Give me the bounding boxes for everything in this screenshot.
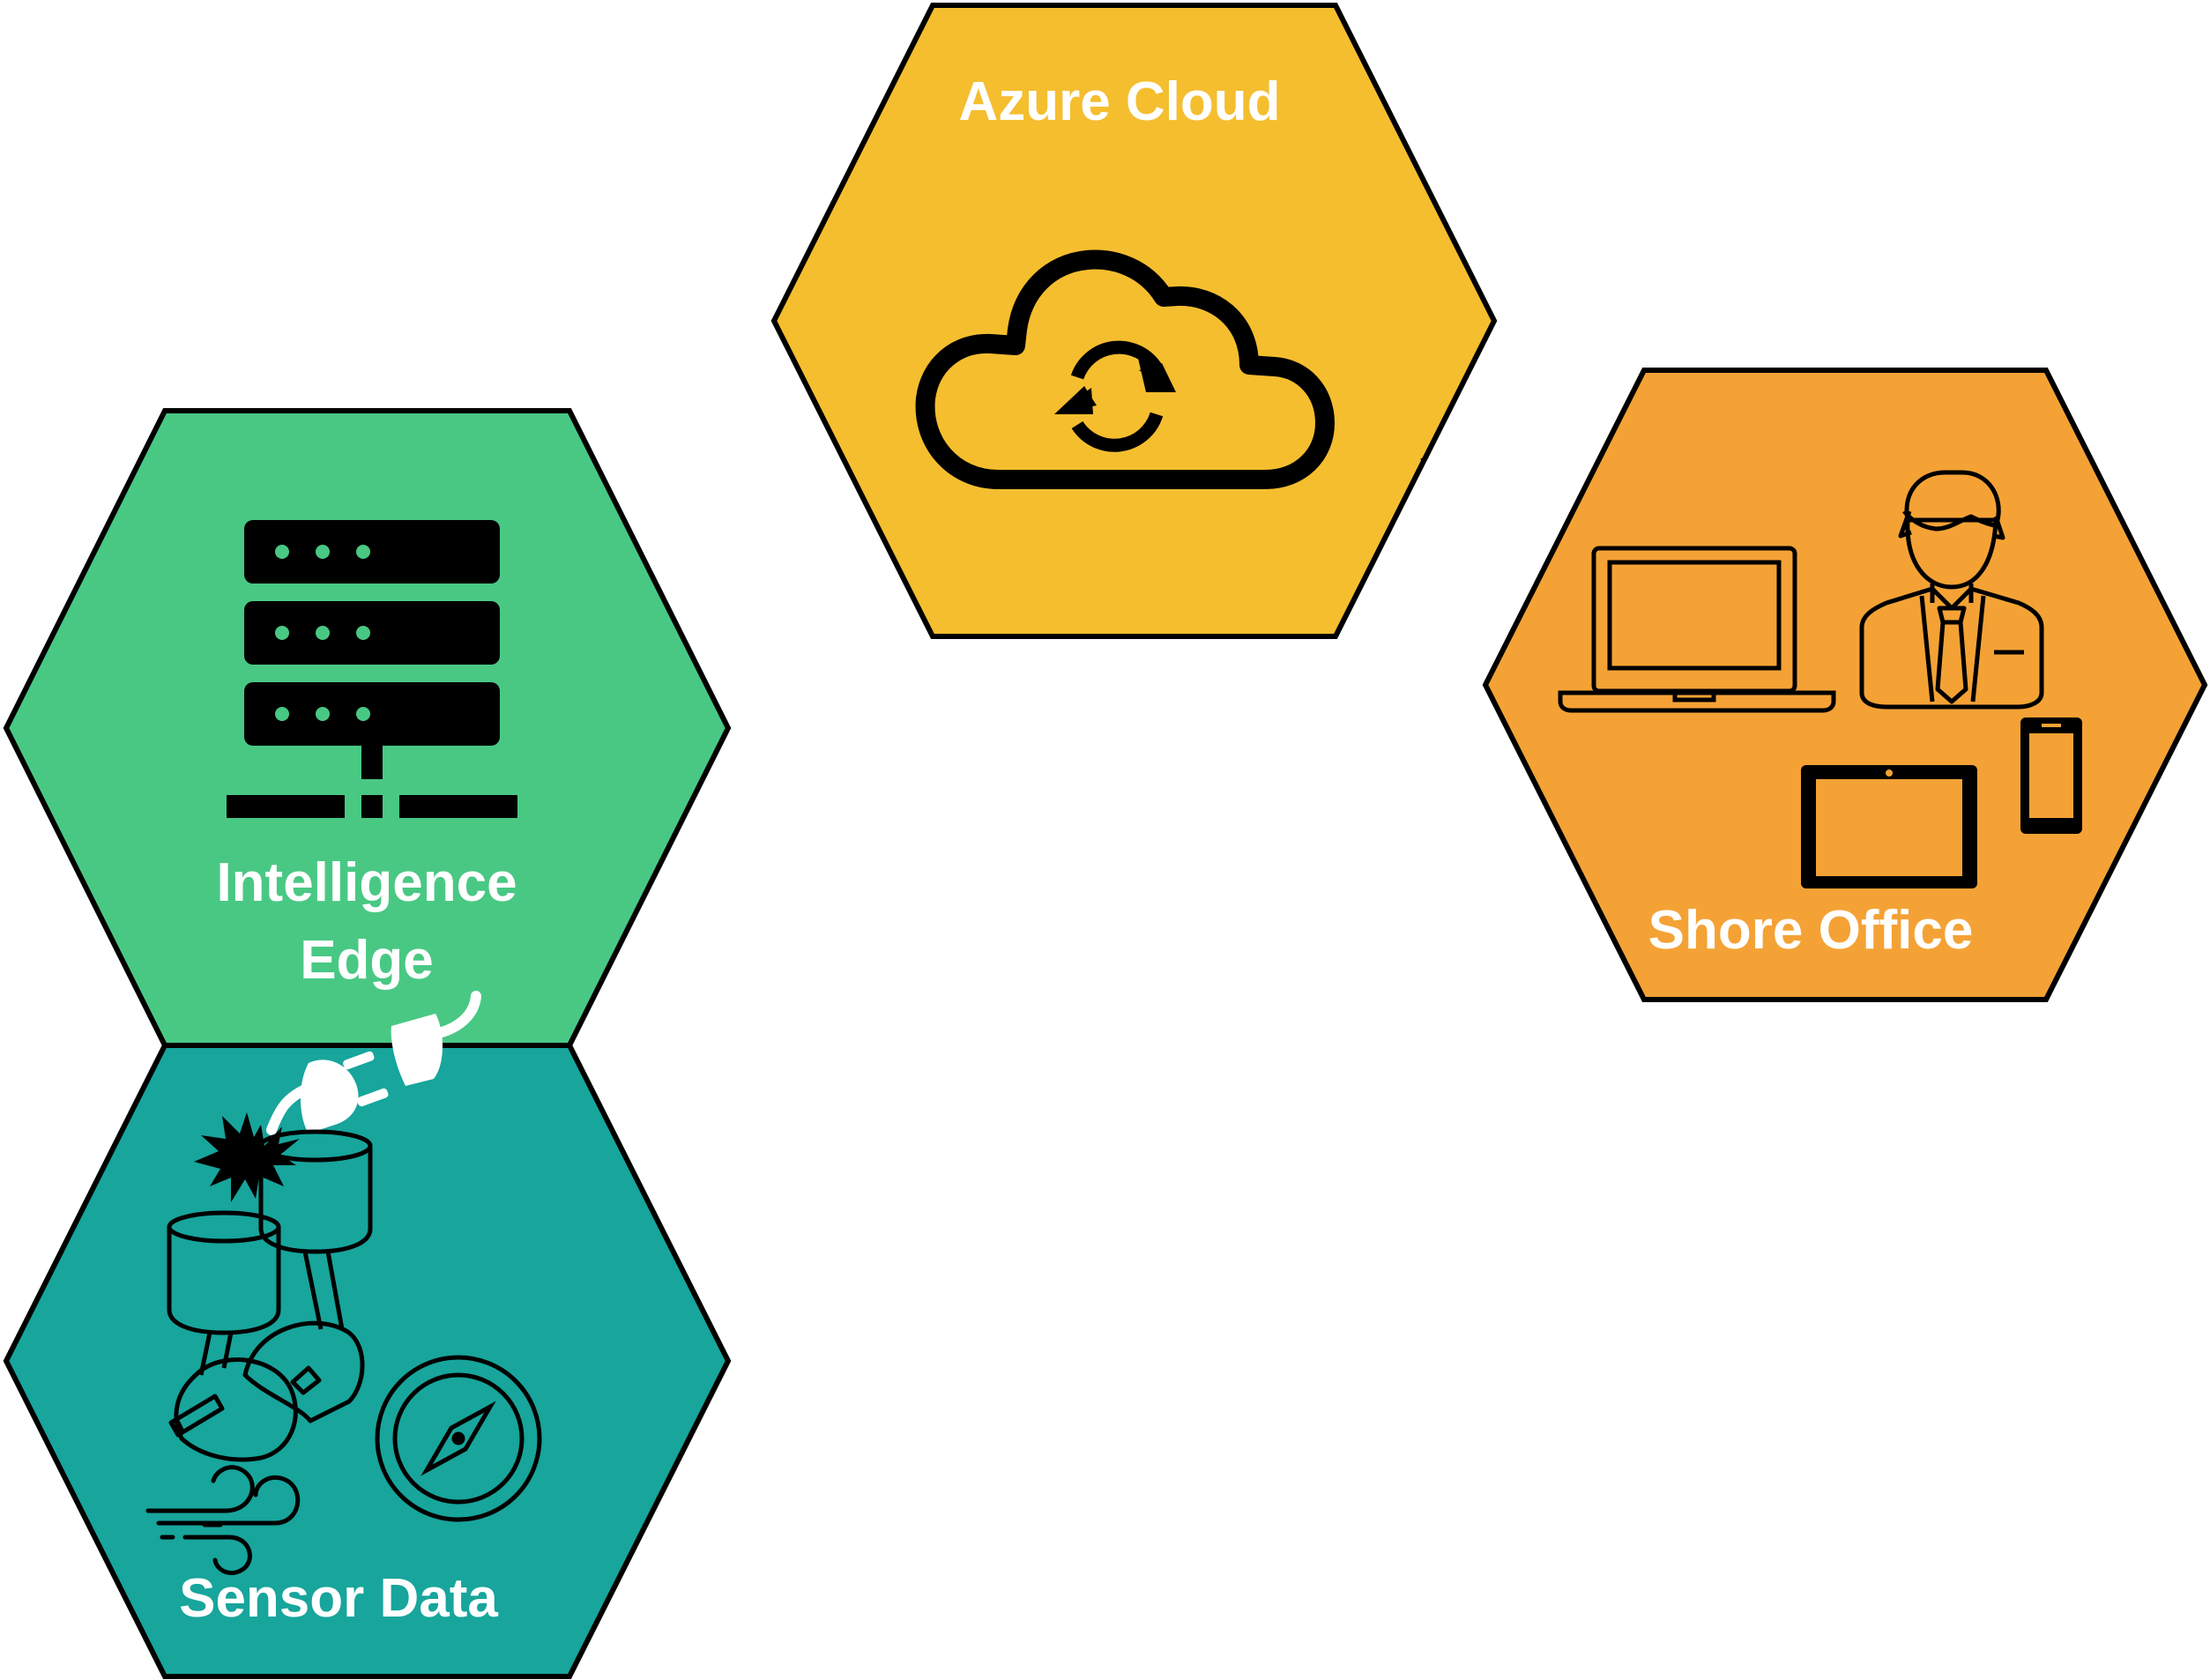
hex-sensor-data-label: Sensor Data [179, 1568, 498, 1629]
smartphone-icon [2020, 717, 2082, 834]
hex-sensor-data: Sensor Data [3, 991, 732, 1679]
explosion-icon [194, 1112, 300, 1202]
hex-intelligence-edge: Intelligence Edge [3, 408, 732, 1048]
server-rack-icon [227, 520, 517, 818]
hex-azure-cloud-label: Azure Cloud [958, 71, 1280, 132]
hex-sensor-data-shape [3, 1043, 732, 1679]
cloud-sync-icon [915, 249, 1335, 489]
plug-connector-icon [266, 991, 481, 1135]
hex-intelligence-edge-label-line2: Edge [300, 930, 434, 991]
hex-intelligence-edge-label-line1: Intelligence [216, 852, 517, 913]
tablet-icon [1801, 765, 1977, 888]
businessman-icon [1859, 470, 2044, 710]
hex-shore-office: Shore Office [1482, 368, 2208, 1002]
hex-azure-cloud: Azure Cloud [770, 3, 1498, 639]
laptop-icon [1558, 546, 1836, 713]
hex-shore-office-label: Shore Office [1648, 900, 1974, 961]
hex-shore-office-shape [1482, 368, 2208, 1002]
wind-icon [145, 1465, 301, 1575]
hex-azure-cloud-shape [770, 3, 1498, 639]
connector-stub [1420, 455, 1429, 462]
engine-pistons-icon [167, 1129, 373, 1462]
compass-icon [375, 1355, 542, 1522]
